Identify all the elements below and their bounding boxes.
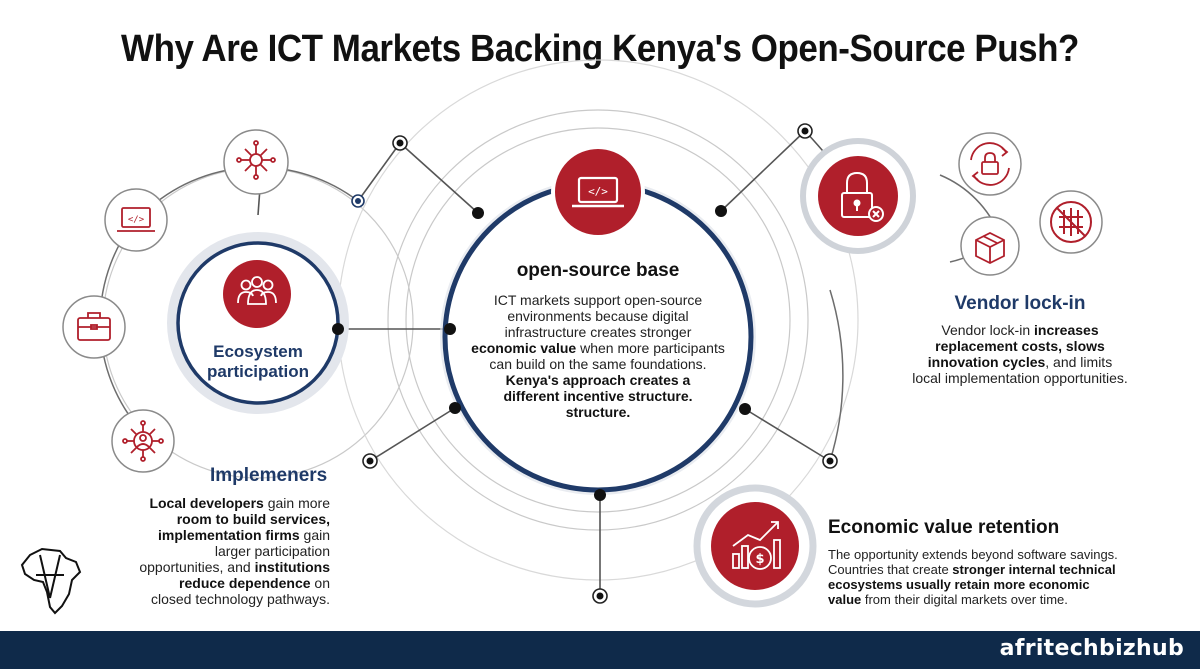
ecosystem-heading-line: Ecosystem <box>213 342 303 361</box>
center-body-line: environments because digital <box>507 308 689 324</box>
person-network-icon <box>111 409 175 473</box>
briefcase-icon <box>62 295 126 359</box>
implementers-line: Local developers gain more <box>149 495 330 511</box>
laptop-icon: </> <box>104 188 168 252</box>
vendor-lock-circle <box>800 138 916 254</box>
vendor-line: Vendor lock-in increases <box>941 322 1099 338</box>
people-group-icon <box>223 260 291 328</box>
center-emphasis-line: Kenya's approach creates a <box>505 372 691 388</box>
implementers-line: implementation firms gain <box>158 527 330 543</box>
page-title: Why Are ICT Markets Backing Kenya's Open… <box>121 28 1079 70</box>
vendor-line: innovation cycles, and limits <box>927 354 1113 370</box>
ecosystem-heading: Ecosystem participation <box>188 342 328 382</box>
connector-nodes <box>332 123 838 604</box>
economic-line: Countries that create stronger internal … <box>828 562 1116 577</box>
svg-text:</>: </> <box>588 185 608 198</box>
laptop-code-icon: </> <box>551 145 645 239</box>
implementers-body: Local developers gain more room to build… <box>100 495 330 607</box>
ecosystem-heading-line: participation <box>206 362 309 381</box>
brand-name[interactable]: afritechbizhub <box>999 636 1184 661</box>
implementers-line: opportunities, and institutions <box>139 559 330 575</box>
network-node-icon <box>223 129 289 195</box>
center-body: ICT markets support open-source environm… <box>440 292 756 420</box>
package-icon <box>960 216 1020 276</box>
center-emphasis-line: structure. <box>565 404 631 420</box>
center-body-line: economic value when more participants <box>440 340 756 356</box>
growth-chart-coin-icon: $ <box>732 521 781 570</box>
implementers-heading: Implemeners <box>210 465 328 486</box>
no-barrier-icon <box>1039 190 1103 254</box>
center-body-line: infrastructure creates stronger <box>504 324 692 340</box>
center-emphasis-line: different incentive structure. <box>503 388 693 404</box>
svg-text:$: $ <box>755 552 764 567</box>
implementers-line: closed technology pathways. <box>151 591 330 607</box>
center-after-bold: when more participants <box>576 340 725 356</box>
vendor-line: local implementation opportunities. <box>912 370 1128 386</box>
economic-heading: Economic value retention <box>828 517 1060 538</box>
vendor-line: replacement costs, slows <box>935 338 1105 354</box>
implementers-line: room to build services, <box>176 511 330 527</box>
center-bold-phrase: economic value <box>471 340 577 356</box>
vendor-heading: Vendor lock-in <box>954 293 1086 314</box>
center-body-line: ICT markets support open-source <box>493 292 703 308</box>
africa-map-logo <box>20 547 82 615</box>
vendor-body: Vendor lock-in increases replacement cos… <box>880 322 1160 386</box>
economic-line: ecosystems usually retain more economic <box>828 577 1090 592</box>
economic-circle <box>693 484 817 608</box>
padlock-cross-icon <box>841 171 884 222</box>
economic-line: value from their digital markets over ti… <box>828 592 1068 607</box>
implementers-line: reduce dependence on <box>179 575 330 591</box>
economic-line: The opportunity extends beyond software … <box>828 547 1118 562</box>
center-body-line: can build on the same foundations. <box>489 356 707 372</box>
implementers-line: larger participation <box>214 543 330 559</box>
center-circle <box>440 179 756 495</box>
center-heading: open-source base <box>516 260 680 281</box>
footer-bar: afritechbizhub <box>0 631 1200 669</box>
economic-body: The opportunity extends beyond software … <box>828 547 1188 607</box>
connector-lines <box>257 130 861 596</box>
svg-text:</>: </> <box>128 215 145 225</box>
lock-refresh-icon <box>958 132 1022 196</box>
